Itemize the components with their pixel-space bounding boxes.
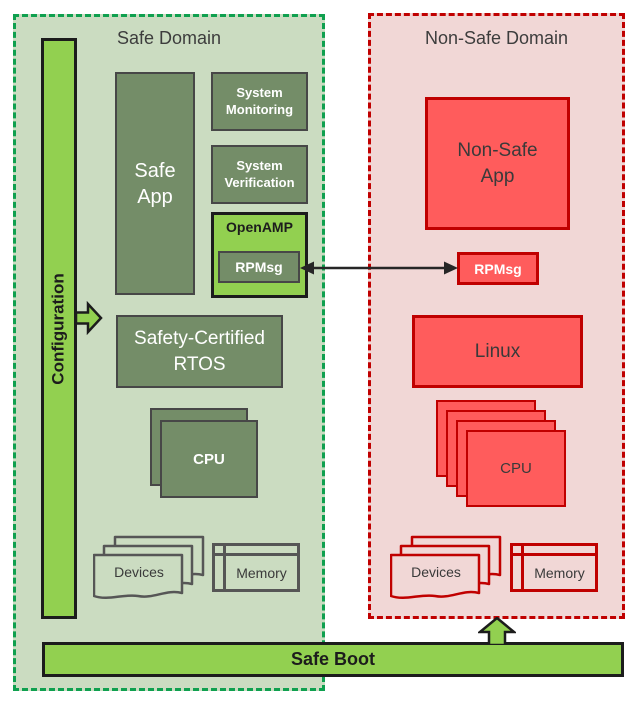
nonsafe-rpmsg-box: RPMsg — [457, 252, 539, 285]
safe-boot-label: Safe Boot — [290, 649, 375, 669]
system-monitoring-box: System Monitoring — [211, 72, 308, 131]
memory-vertical-line — [223, 546, 226, 589]
nonsafe-app-label: Non-Safe App — [457, 139, 538, 187]
linux-box: Linux — [412, 315, 583, 388]
safe-cpu-front-box: CPU — [160, 420, 258, 498]
system-verification-label: System Verification — [224, 157, 295, 190]
configuration-label: Configuration — [49, 272, 69, 385]
safe-memory-icon: Memory — [212, 543, 300, 592]
safe-devices-icon — [93, 535, 205, 600]
openamp-label: OpenAMP — [226, 219, 293, 235]
nonsafe-cpu-front-box: CPU — [466, 430, 566, 507]
safe-rpmsg-label: RPMsg — [235, 259, 283, 275]
system-monitoring-label: System Monitoring — [225, 84, 294, 117]
configuration-bar: Configuration — [41, 38, 77, 619]
nonsafe-devices-icon — [390, 535, 502, 600]
safe-devices-label: Devices — [114, 564, 164, 580]
safe-boot-bar: Safe Boot — [42, 642, 624, 677]
safe-domain-title: Safe Domain — [116, 27, 222, 48]
rtos-label: Safety-Certified RTOS — [134, 327, 265, 375]
memory-vertical-line — [521, 546, 524, 589]
system-verification-box: System Verification — [211, 145, 308, 204]
memory-horizontal-line — [215, 553, 297, 556]
nonsafe-memory-label: Memory — [534, 564, 585, 581]
rpmsg-bidirectional-arrow-icon — [300, 261, 458, 275]
safe-app-box: Safe App — [115, 72, 195, 295]
nonsafe-app-box: Non-Safe App — [425, 97, 570, 230]
configuration-right-arrow-icon — [76, 301, 103, 335]
nonsafe-domain-title: Non-Safe Domain — [424, 27, 569, 48]
nonsafe-devices-label: Devices — [411, 564, 461, 580]
safe-app-label: Safe App — [134, 159, 176, 208]
nonsafe-cpu-label: CPU — [500, 460, 532, 477]
rtos-box: Safety-Certified RTOS — [116, 315, 283, 388]
safe-cpu-label: CPU — [193, 450, 225, 468]
boot-up-arrow-icon — [478, 617, 516, 645]
safe-rpmsg-box: RPMsg — [218, 251, 300, 283]
memory-horizontal-line — [513, 553, 595, 556]
linux-label: Linux — [474, 340, 521, 362]
nonsafe-memory-icon: Memory — [510, 543, 598, 592]
nonsafe-rpmsg-label: RPMsg — [474, 260, 522, 277]
safe-memory-label: Memory — [236, 564, 287, 581]
